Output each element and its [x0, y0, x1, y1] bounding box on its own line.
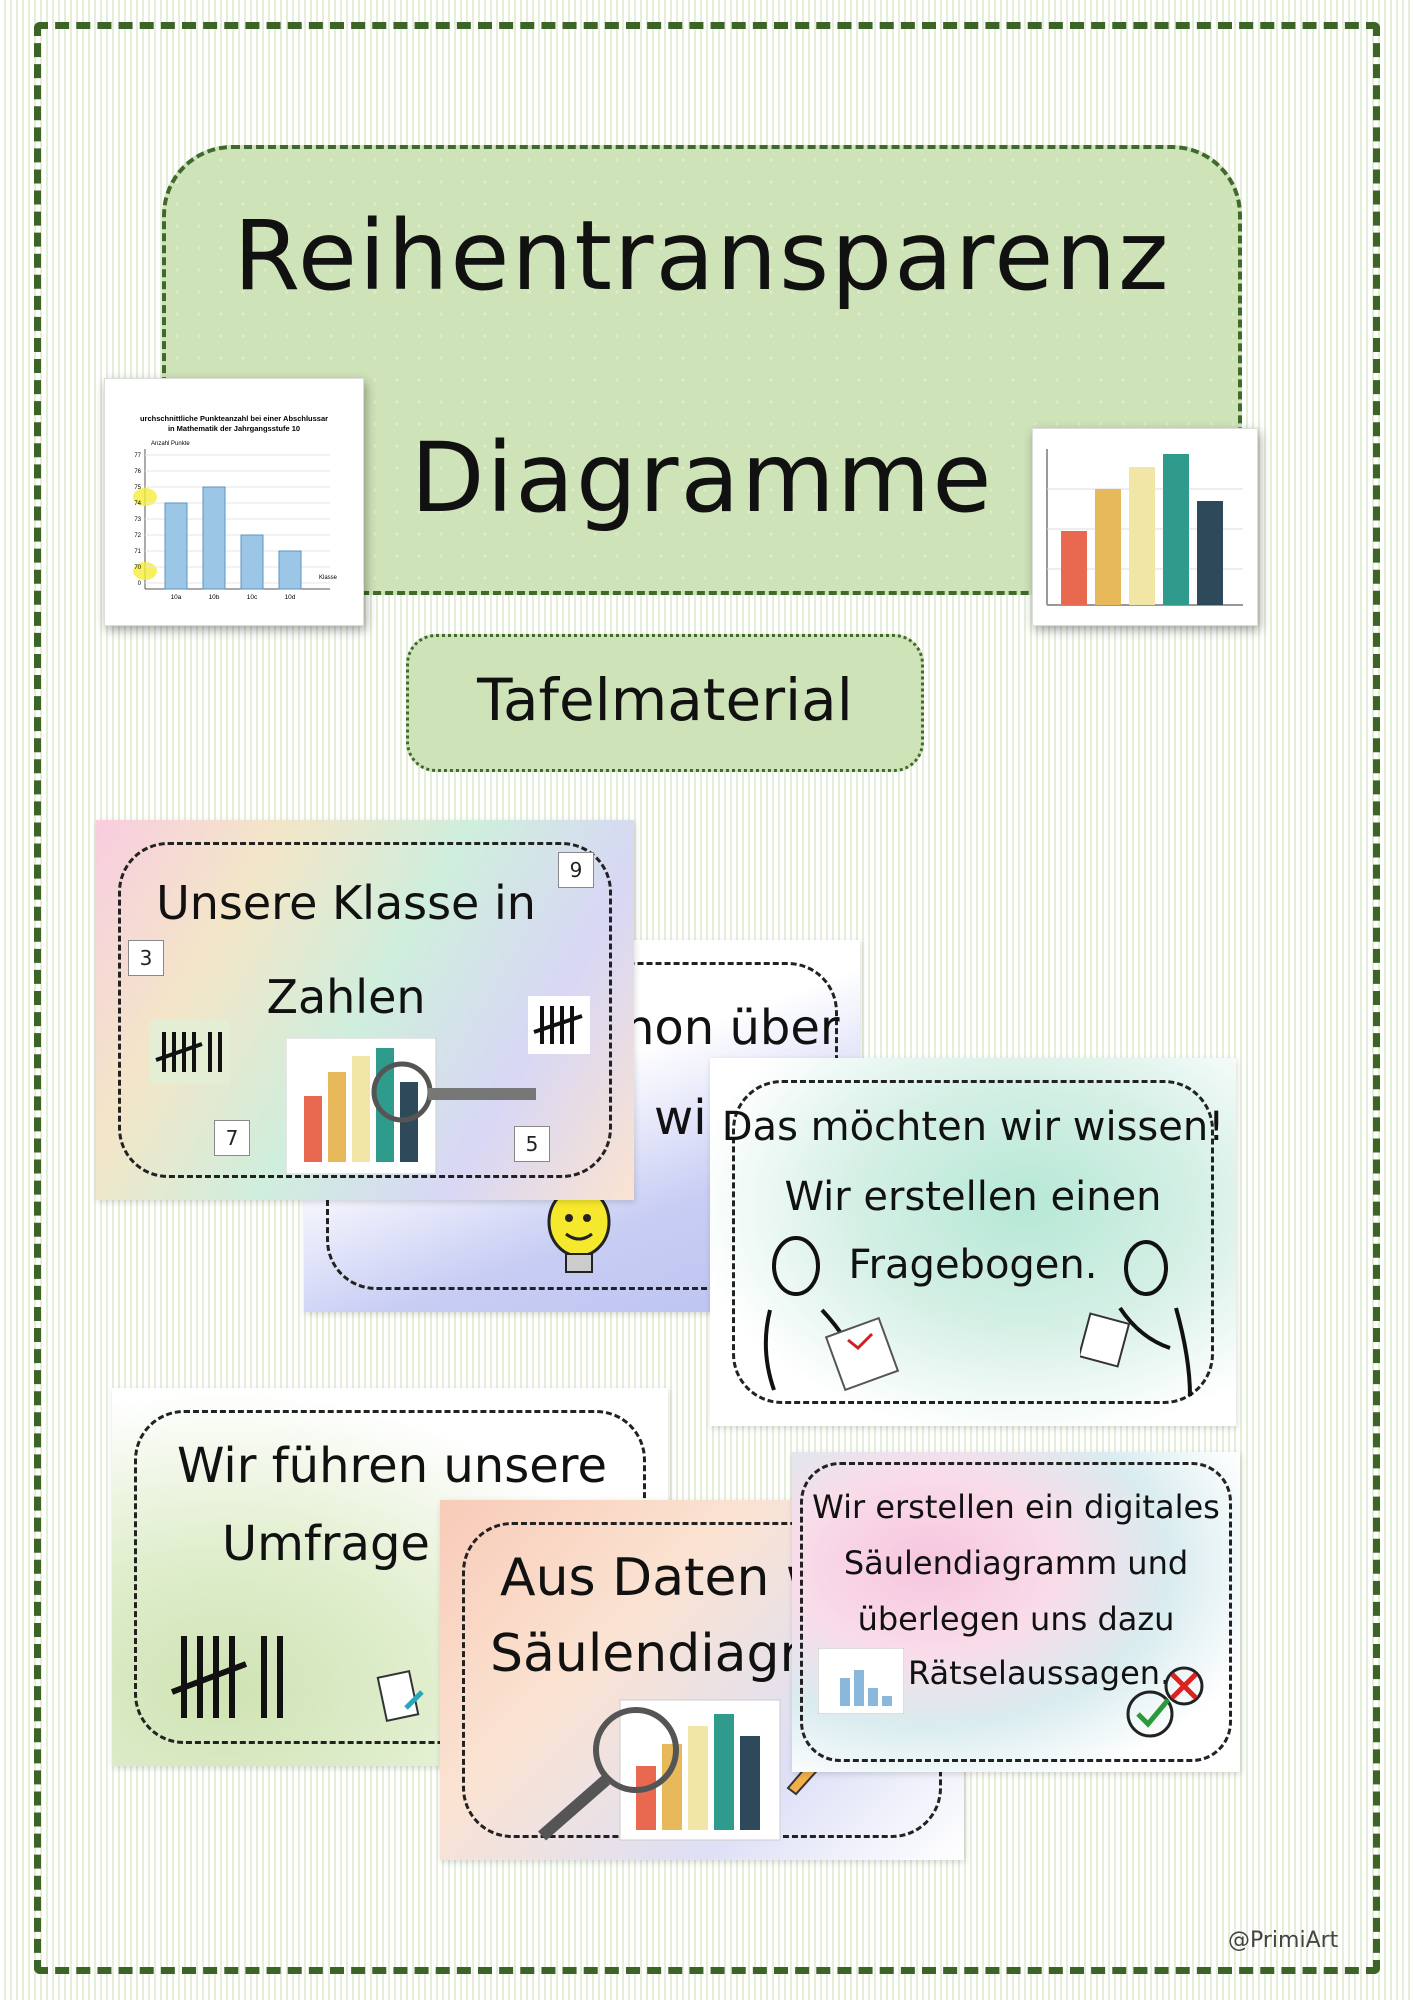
- magnifier-bar-chart-icon: [286, 1038, 536, 1174]
- thumb-title-1: urchschnittliche Punkteanzahl bei einer …: [140, 414, 328, 423]
- title-line-1: Reihentransparenz: [233, 200, 1171, 312]
- tally-marks-icon: [528, 996, 590, 1054]
- number-card: 7: [214, 1120, 250, 1156]
- card-border: [800, 1462, 1232, 1762]
- card-text-line-1: Wir führen unsere: [177, 1438, 607, 1494]
- y-tick-label: 0: [138, 581, 142, 587]
- thumb-title-2: in Mathematik der Jahrgangsstufe 10: [168, 424, 300, 433]
- bar-10b: [202, 486, 226, 590]
- y-tick-label: 73: [134, 517, 141, 523]
- mini-chart-icon: [818, 1648, 904, 1714]
- copyright-credit: @PrimiArt: [1228, 1928, 1339, 1953]
- number-card: 5: [514, 1126, 550, 1162]
- title-line-2: Diagramme: [410, 422, 994, 534]
- thumbnail-bar-chart-left: urchschnittliche Punkteanzahl bei einer …: [104, 378, 364, 626]
- number-card: 9: [558, 852, 594, 888]
- person-with-questionnaire-icon: [763, 1236, 900, 1392]
- card-text-line-2: Säulendiagramm und: [843, 1544, 1189, 1582]
- thumbnail-chart-svg: urchschnittliche Punkteanzahl bei einer …: [133, 414, 338, 601]
- subtitle: Tafelmaterial: [477, 666, 853, 734]
- card-unsere-klasse: Unsere Klasse in Zahlen 9 3 7 5: [96, 820, 634, 1200]
- magnifier-bar-chart-icon: [538, 1699, 781, 1841]
- y-tick-label: 71: [134, 549, 141, 555]
- card-text: wi: [654, 1090, 707, 1146]
- card-text-line-4: Rätselaussagen.: [908, 1654, 1171, 1692]
- y-tick-label: 76: [134, 469, 141, 475]
- bar-10d: [278, 550, 302, 590]
- lightbulb-icon: [547, 1186, 611, 1273]
- x-tick-label: 10d: [285, 594, 296, 601]
- subtitle-box: [406, 634, 924, 772]
- x-tick-label: 10b: [209, 594, 220, 601]
- y-tick-label: 72: [134, 533, 141, 539]
- card-text-line-3: überlegen uns dazu: [857, 1600, 1175, 1638]
- card-text-line-2: Säulendiagra: [490, 1624, 833, 1684]
- clipboard-icon: [376, 1669, 424, 1723]
- y-tick-label: 74: [134, 501, 141, 507]
- x-tick-label: 10c: [247, 594, 258, 601]
- bar-10c: [240, 534, 264, 590]
- thumb-xlabel: Klasse: [319, 575, 338, 581]
- page-frame: [34, 22, 1380, 1974]
- thumbnail-bar-chart-right: [1032, 428, 1258, 626]
- tally-marks-icon: [170, 1636, 283, 1718]
- card-text-line-2: Wir erstellen einen: [784, 1174, 1162, 1220]
- x-tick-label: 10a: [171, 594, 182, 601]
- card-border: [732, 1080, 1214, 1404]
- y-tick-label: 77: [134, 453, 141, 459]
- y-tick-label: 75: [134, 485, 141, 491]
- thumb-ylabel: Anzahl Punkte: [151, 441, 190, 447]
- tally-marks-icon: [150, 1020, 230, 1084]
- card-text-line-1: Unsere Klasse in: [156, 876, 536, 930]
- card-border: [118, 842, 612, 1178]
- card-text-line-3: Fragebogen.: [848, 1242, 1098, 1288]
- y-tick-label: 70: [134, 565, 141, 571]
- card-text-line-1: Das möchten wir wissen!: [721, 1104, 1225, 1150]
- person-answering-icon: [1080, 1240, 1192, 1397]
- bar-10a: [164, 502, 188, 590]
- card-text-line-2: Zahlen: [266, 970, 426, 1024]
- card-fragebogen: Das möchten wir wissen! Wir erstellen ei…: [710, 1058, 1236, 1426]
- card-digitales-diagramm: Wir erstellen ein digitales Säulendiagra…: [792, 1452, 1240, 1772]
- check-and-cross-icon: [1126, 1666, 1204, 1738]
- bar-chart-icon: [1046, 449, 1243, 606]
- highlight-mark: [133, 488, 157, 506]
- card-text: hon über: [624, 1000, 840, 1056]
- card-text-line-2: Umfrage d: [222, 1516, 476, 1572]
- card-text-line-1: Wir erstellen ein digitales: [812, 1488, 1220, 1526]
- card-text-line-1: Aus Daten w: [500, 1548, 829, 1608]
- number-card: 3: [128, 940, 164, 976]
